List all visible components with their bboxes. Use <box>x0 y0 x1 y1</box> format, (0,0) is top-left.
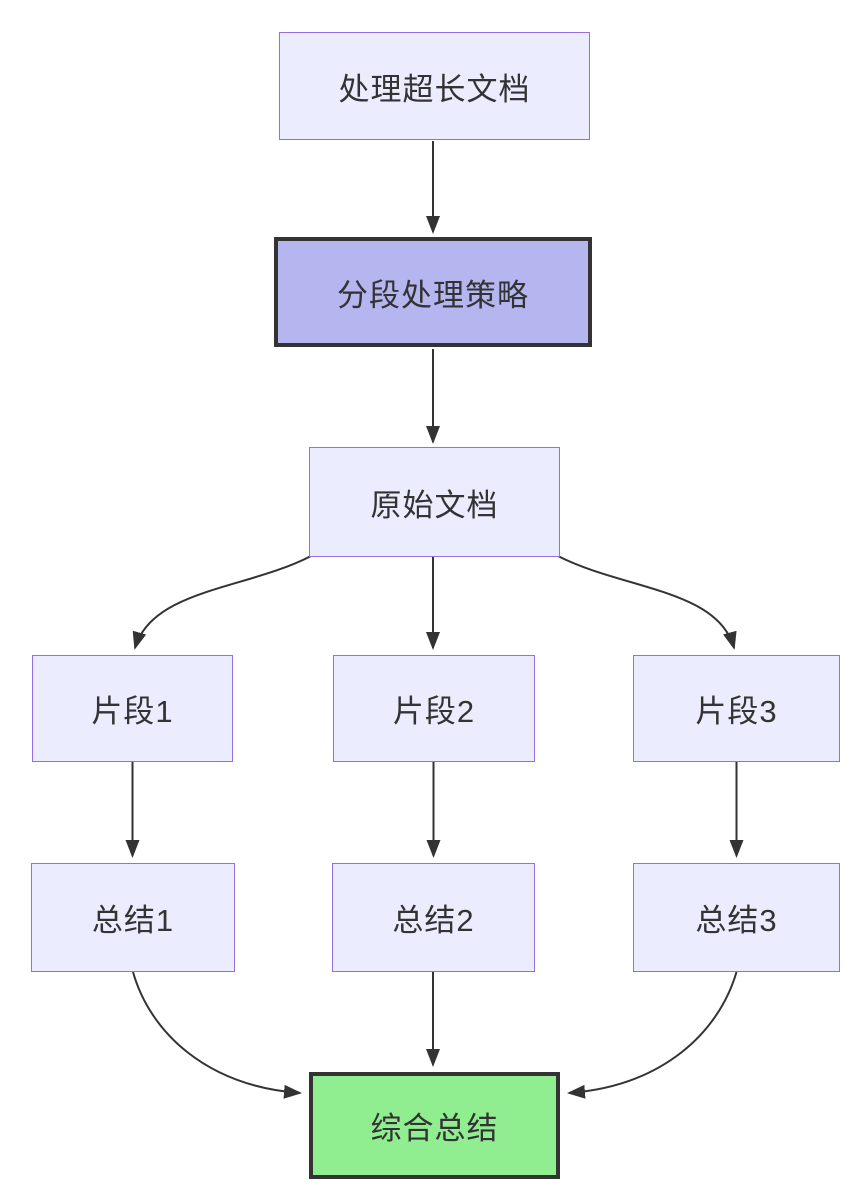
node-summary-3-label: 总结3 <box>695 903 778 938</box>
node-doc-task: 处理超长文档 <box>279 32 590 140</box>
node-fragment-1: 片段1 <box>32 655 233 762</box>
node-original-doc: 原始文档 <box>309 447 560 557</box>
node-summary-2: 总结2 <box>332 863 535 972</box>
node-fragment-1-label: 片段1 <box>91 694 174 729</box>
node-summary-1: 总结1 <box>31 863 235 972</box>
node-final-summary-label: 综合总结 <box>370 1111 499 1146</box>
node-summary-1-label: 总结1 <box>91 903 175 938</box>
edge-summary-1-final-summary <box>132 971 302 1099</box>
node-doc-task-label: 处理超长文档 <box>338 71 531 107</box>
node-summary-2-label: 总结2 <box>392 903 475 938</box>
edge-original-doc-fragment-1 <box>132 555 312 650</box>
node-strategy: 分段处理策略 <box>274 237 592 347</box>
node-fragment-3-label: 片段3 <box>695 694 778 729</box>
node-final-summary: 综合总结 <box>309 1072 560 1179</box>
node-fragment-2-label: 片段2 <box>392 694 476 729</box>
node-summary-3: 总结3 <box>633 863 840 972</box>
node-original-doc-label: 原始文档 <box>370 487 499 523</box>
edge-summary-3-final-summary <box>567 971 738 1099</box>
edge-original-doc-fragment-3 <box>557 555 737 650</box>
node-strategy-label: 分段处理策略 <box>337 277 529 313</box>
node-fragment-2: 片段2 <box>333 655 535 762</box>
node-fragment-3: 片段3 <box>633 655 840 762</box>
